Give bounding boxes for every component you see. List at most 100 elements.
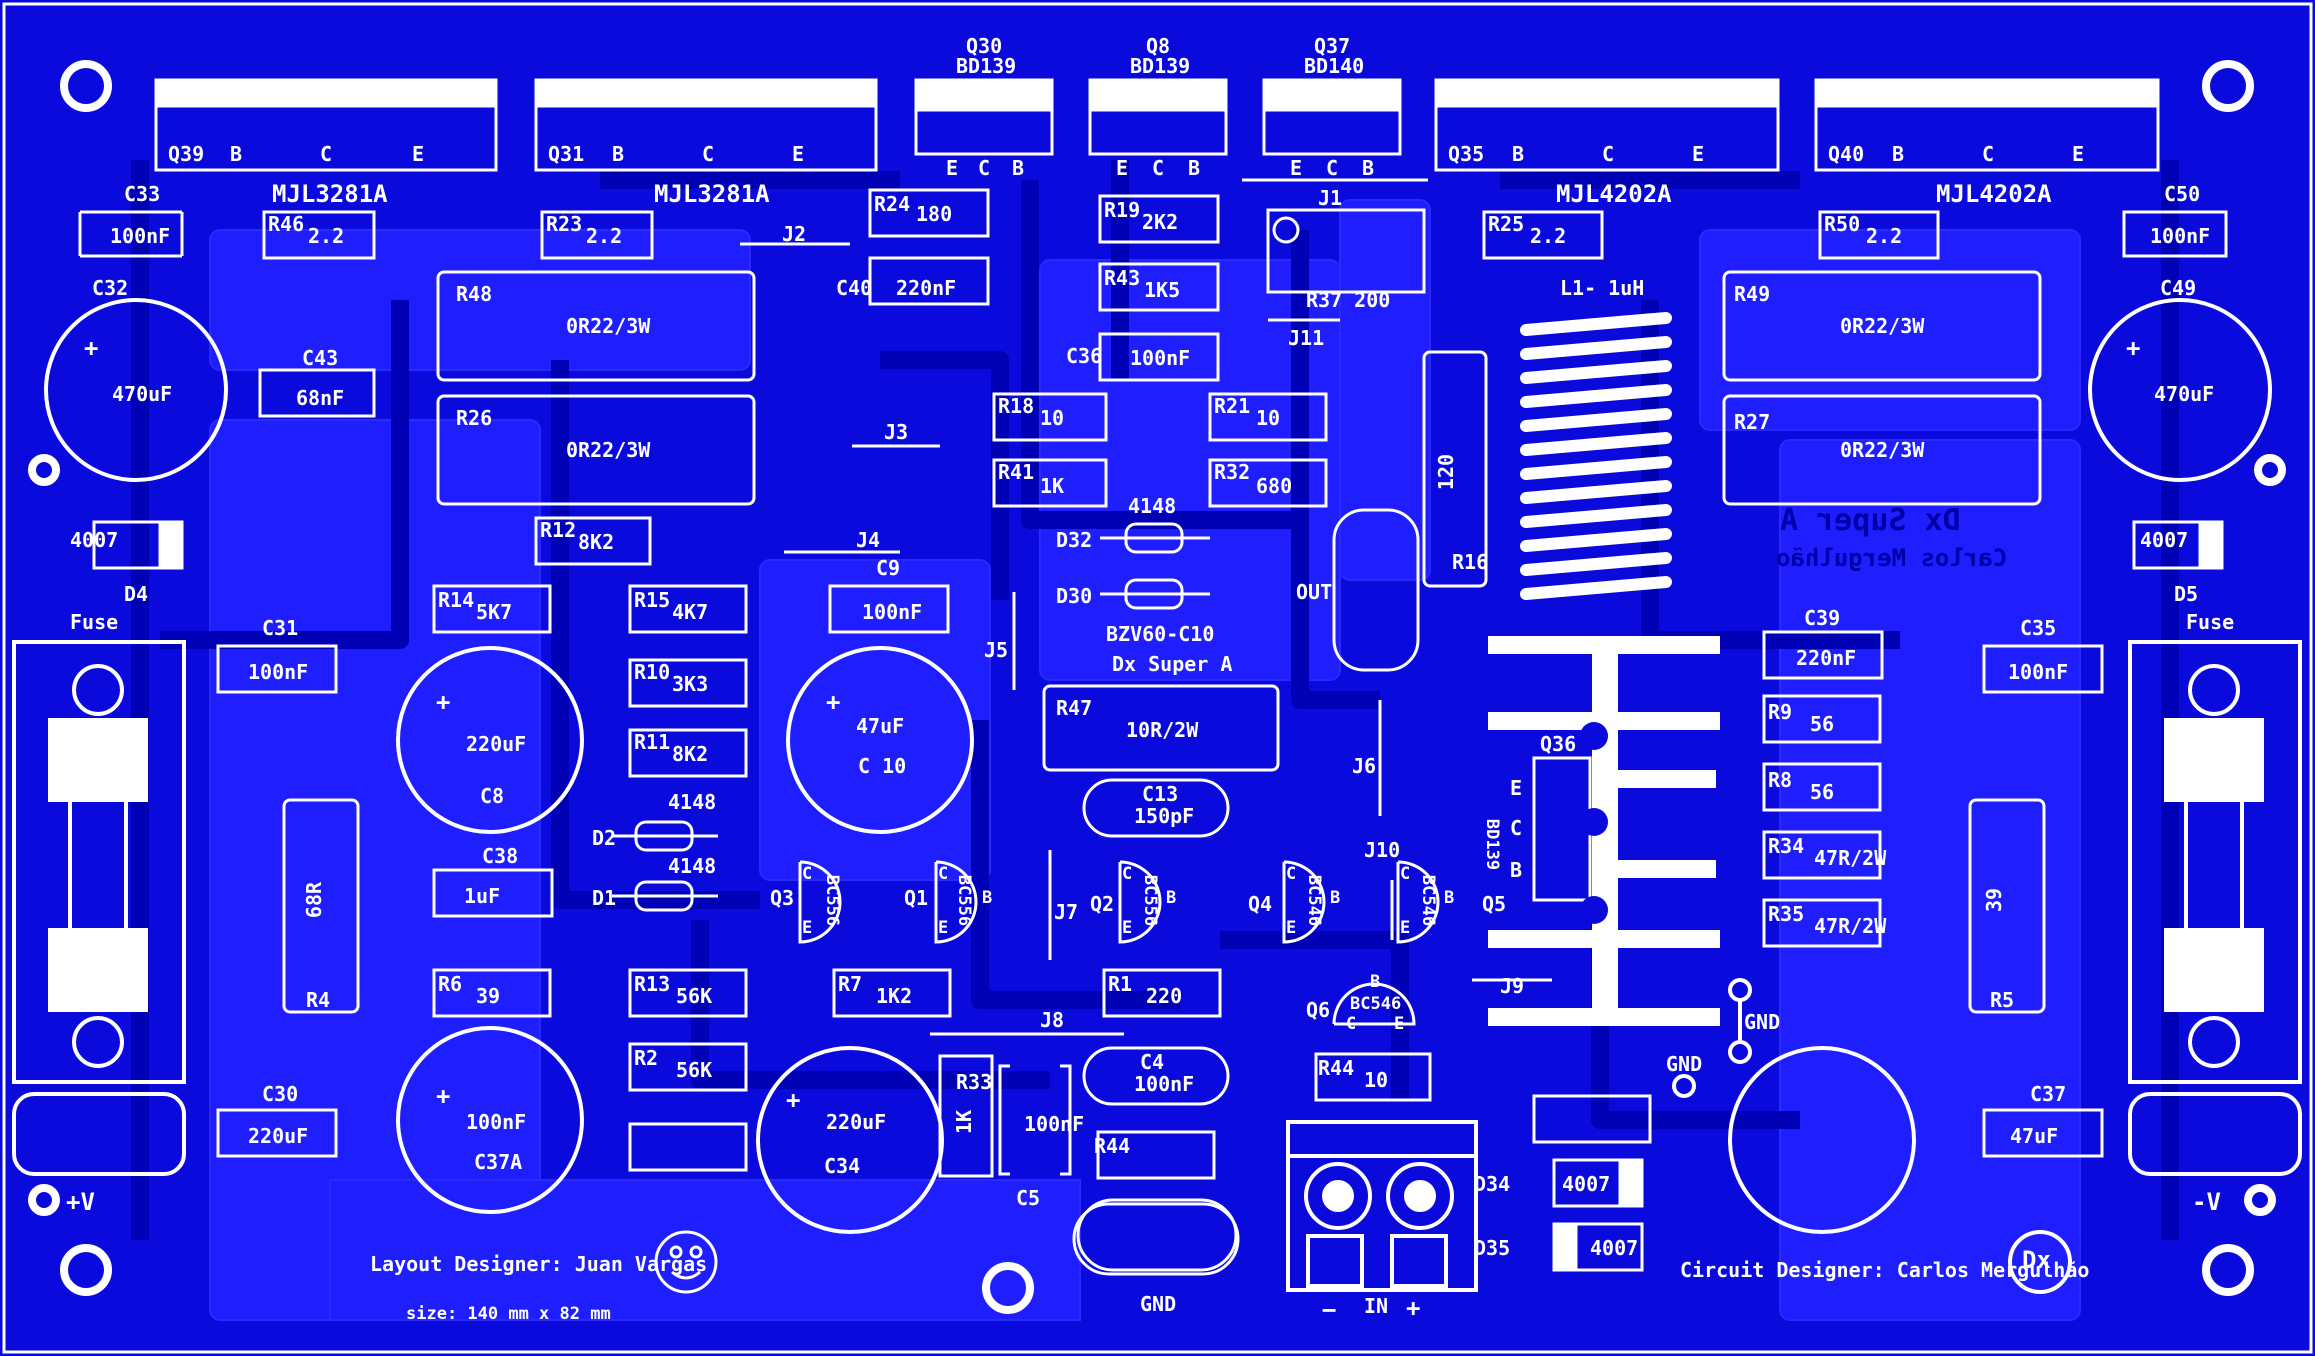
- label-q31: Q31: [548, 142, 585, 166]
- label-r23: R23: [546, 212, 583, 236]
- label-r30: R9: [1768, 700, 1793, 724]
- c8-plus: +: [436, 688, 451, 716]
- label-c8: C8: [480, 784, 505, 808]
- pin: B: [1444, 888, 1455, 908]
- label-r13: R7: [838, 972, 863, 996]
- pin: B: [1012, 156, 1025, 180]
- pin: C: [1400, 864, 1411, 884]
- pin: E: [1122, 918, 1133, 938]
- label-r2: R1: [1108, 972, 1133, 996]
- label-r34: R4: [306, 988, 331, 1012]
- label-c31: C31: [262, 616, 299, 640]
- value-c49: 470uF: [2154, 382, 2215, 406]
- pin: E: [938, 918, 949, 938]
- pin: E: [1394, 1014, 1405, 1034]
- pin: B: [1362, 156, 1375, 180]
- inductor: [1520, 312, 1672, 600]
- label-d5: D5: [2174, 582, 2199, 606]
- layout-designer: Layout Designer: Juan Vargas: [370, 1252, 708, 1276]
- label-q3: Q3: [770, 886, 795, 910]
- pin: C: [1152, 156, 1165, 180]
- pin: B: [230, 142, 243, 166]
- pin: B: [1370, 972, 1381, 992]
- value-c40: 220nF: [896, 276, 957, 300]
- c10-plus: +: [826, 688, 841, 716]
- label-q6: Q6: [1306, 998, 1331, 1022]
- value-r34: 68R: [302, 881, 327, 919]
- value-d4: 4007: [70, 528, 119, 552]
- label-l1: L1- 1uH: [1560, 276, 1645, 300]
- label-r16: R8: [1768, 768, 1793, 792]
- label-r32: R32: [1214, 460, 1251, 484]
- label-out: OUT: [1296, 580, 1333, 604]
- label-q5-part: BC546: [1418, 874, 1439, 927]
- label-j10: J10: [1364, 838, 1401, 862]
- label-r12: R12: [540, 518, 577, 542]
- value-c8: 220uF: [466, 732, 527, 756]
- label-j9: J9: [1500, 974, 1525, 998]
- trimmer-out: [1076, 208, 1426, 1272]
- pin: E: [1116, 156, 1129, 180]
- pin: E: [802, 918, 813, 938]
- label-c6: C38: [482, 844, 519, 868]
- value-r50: 2.2: [1866, 224, 1903, 248]
- label-r48: R48: [456, 282, 493, 306]
- label-q35-part: MJL4202A: [1556, 180, 1672, 208]
- pin: E: [1510, 776, 1523, 800]
- label-c35: C35: [2020, 616, 2057, 640]
- label-r35: R5: [1990, 988, 2015, 1012]
- traces: [131, 160, 2179, 1240]
- pin: C: [702, 142, 715, 166]
- label-c32: C32: [92, 276, 129, 300]
- value-r2: 220: [1146, 984, 1183, 1008]
- label-q8: Q8: [1146, 34, 1171, 58]
- electrolytic-capacitors: [44, 298, 2272, 1234]
- label-j5: J5: [984, 638, 1009, 662]
- heatsink: [1488, 636, 1720, 1026]
- value-c3: 100nF: [1134, 1072, 1195, 1096]
- value-c6: 1uF: [464, 884, 501, 908]
- pin: B: [1166, 888, 1177, 908]
- label-c49: C49: [2160, 276, 2197, 300]
- copper-pours: [209, 199, 2081, 1321]
- label-d2: D2: [592, 826, 617, 850]
- label-d32: D32: [1056, 528, 1093, 552]
- label-r15: R15: [634, 588, 671, 612]
- value-d35: 4007: [1590, 1236, 1639, 1260]
- label-q37-part: BD140: [1304, 54, 1365, 78]
- value-r4: 39: [476, 984, 501, 1008]
- label-r1: R44: [1094, 1134, 1131, 1158]
- value-r14: 5K7: [476, 600, 513, 624]
- label-r41: R41: [998, 460, 1035, 484]
- label-q39-part: MJL3281A: [272, 180, 388, 208]
- pin: E: [1286, 918, 1297, 938]
- label-in: IN: [1364, 1294, 1389, 1318]
- label-q36-part: BD139: [1482, 818, 1503, 871]
- jumper-wires: [740, 178, 1552, 1036]
- label-c38: C5: [1016, 1186, 1041, 1210]
- pin: C: [320, 142, 333, 166]
- label-c39: C39: [1804, 606, 1841, 630]
- value-r11: 8K2: [672, 742, 709, 766]
- fuse-holders: [12, 640, 2302, 1176]
- label-c43: C43: [302, 346, 339, 370]
- label-j11: J11: [1288, 326, 1325, 350]
- value-c37: 220uF: [826, 1110, 887, 1134]
- value-r33: 10: [1364, 1068, 1389, 1092]
- frog-logo: [654, 1230, 718, 1294]
- value-r15: 4K7: [672, 600, 709, 624]
- label-c36: C36: [1066, 344, 1103, 368]
- label-j3: J3: [884, 420, 909, 444]
- value-r41: 1K: [1040, 474, 1065, 498]
- label-d30: D30: [1056, 584, 1093, 608]
- value-r19: 2K2: [1142, 210, 1179, 234]
- value-c39: 220nF: [1796, 646, 1857, 670]
- label-q3-part: BC556: [822, 874, 843, 927]
- label-j8: J8: [1040, 1008, 1065, 1032]
- label-d2-part: 4148: [668, 790, 717, 814]
- pin: C: [1326, 156, 1339, 180]
- value-r26: 0R22/3W: [566, 438, 651, 462]
- label-d1: D1: [592, 886, 617, 910]
- value-r9: 47R/2W: [1814, 846, 1887, 870]
